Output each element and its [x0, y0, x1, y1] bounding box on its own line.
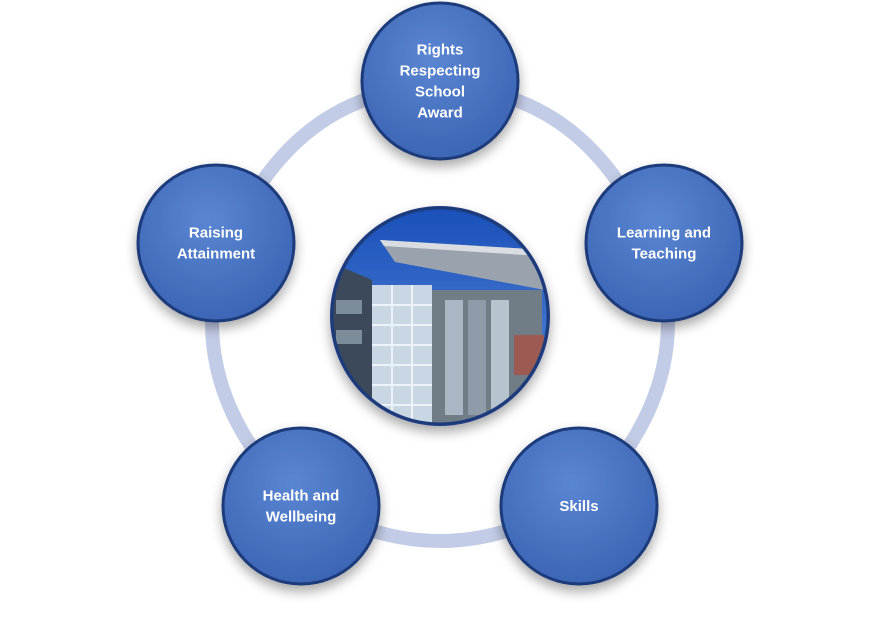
node-skills: Skills	[499, 426, 659, 586]
connector-rights-learning	[503, 91, 625, 189]
ring-connectors	[205, 91, 675, 548]
node-label-learning-line-0: Learning and	[617, 225, 711, 242]
node-circle-skills	[499, 426, 659, 586]
node-circle-learning	[584, 163, 744, 323]
connector-learning-skills	[618, 315, 675, 459]
node-label-skills-line-0: Skills	[559, 498, 598, 515]
center-photo	[330, 206, 550, 426]
node-label-raising-line-1: Attainment	[177, 246, 255, 263]
node-circle-health	[221, 426, 381, 586]
node-circle-raising	[136, 163, 296, 323]
node-label-health-line-0: Health and	[263, 488, 340, 505]
connector-health-raising	[205, 315, 262, 459]
connector-raising-rights	[255, 91, 377, 189]
node-label-rights-line-1: Respecting	[400, 63, 481, 80]
node-label-raising-line-0: Raising	[189, 225, 243, 242]
node-label-learning-line-1: Teaching	[632, 246, 697, 263]
connector-skills-health	[370, 525, 510, 548]
node-label-rights-line-3: Award	[417, 105, 463, 122]
node-label-rights-line-2: School	[415, 84, 465, 101]
node-label-rights-line-0: Rights	[417, 42, 464, 59]
node-label-health-line-1: Wellbeing	[266, 509, 337, 526]
node-circle-rights	[360, 1, 520, 161]
